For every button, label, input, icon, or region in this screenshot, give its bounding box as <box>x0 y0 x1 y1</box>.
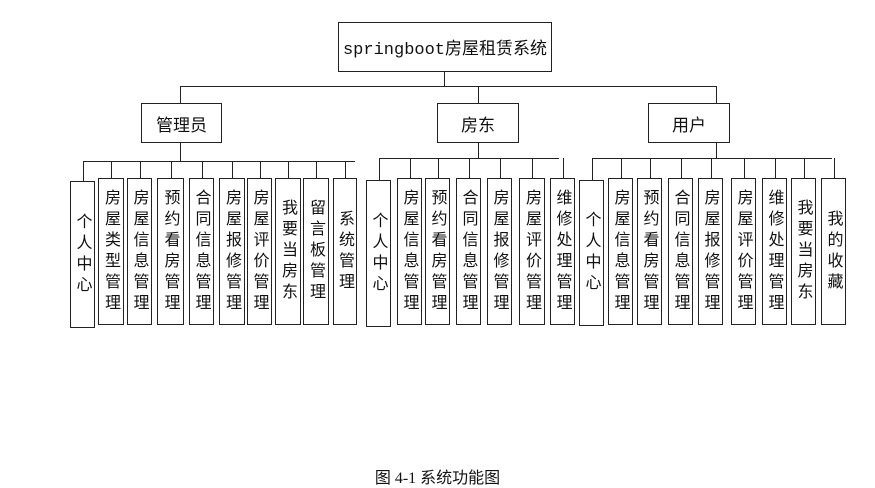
connector-admin-bar <box>83 161 355 163</box>
connector-user-child <box>804 158 806 178</box>
user-child-node: 房屋报修管理 <box>698 178 723 325</box>
child-node-label: 系统管理 <box>336 209 355 294</box>
root-node-label: springboot房屋租赁系统 <box>342 41 548 60</box>
connector-root-down <box>444 72 446 86</box>
group-node-landlord-label: 房东 <box>461 115 495 136</box>
user-child-node: 房屋信息管理 <box>608 178 633 325</box>
group-node-landlord: 房东 <box>437 103 519 143</box>
connector-admin-child <box>171 161 173 178</box>
connector-admin-child <box>316 161 318 178</box>
connector-user-child <box>650 158 652 178</box>
admin-child-node: 预约看房管理 <box>157 178 184 325</box>
child-node-label: 房屋信息管理 <box>400 188 420 315</box>
connector-admin-up <box>180 86 182 104</box>
child-node-label: 留言板管理 <box>307 199 326 304</box>
landlord-child-node: 房屋评价管理 <box>519 178 545 325</box>
group-node-user: 用户 <box>648 103 730 143</box>
child-node-label: 我要当房东 <box>794 199 814 304</box>
connector-landlord-child <box>410 158 412 178</box>
connector-landlord-child <box>532 158 534 178</box>
landlord-child-node: 房屋信息管理 <box>397 178 422 325</box>
connector-landlord-child <box>438 158 440 178</box>
connector-level1-bar <box>180 86 717 88</box>
admin-child-node: 我要当房东 <box>275 178 301 325</box>
child-node-label: 预约看房管理 <box>428 188 448 315</box>
connector-admin-child <box>232 161 234 178</box>
user-child-node: 预约看房管理 <box>637 178 662 325</box>
connector-user-child <box>621 158 623 178</box>
connector-landlord-child <box>469 158 471 178</box>
user-child-node: 我的收藏 <box>821 178 846 325</box>
connector-landlord-up <box>478 86 480 104</box>
landlord-child-node: 维修处理管理 <box>550 178 575 325</box>
connector-admin-child <box>202 161 204 178</box>
connector-user-child <box>834 158 836 178</box>
child-node-label: 合同信息管理 <box>192 188 212 315</box>
connector-admin-child <box>288 161 290 178</box>
landlord-child-node: 个人中心 <box>366 180 391 327</box>
landlord-child-node: 预约看房管理 <box>425 178 450 325</box>
connector-landlord-child <box>379 158 381 180</box>
child-node-label: 维修处理管理 <box>553 188 573 315</box>
child-node-label: 房屋报修管理 <box>223 188 242 315</box>
user-child-node: 维修处理管理 <box>762 178 787 325</box>
child-node-label: 个人中心 <box>73 212 93 297</box>
child-node-label: 房屋评价管理 <box>250 188 270 315</box>
admin-child-node: 系统管理 <box>333 178 357 325</box>
connector-admin-child <box>260 161 262 178</box>
user-child-node: 房屋评价管理 <box>731 178 756 325</box>
child-node-label: 我要当房东 <box>279 199 298 304</box>
connector-user-child <box>592 158 594 180</box>
child-node-label: 个人中心 <box>582 211 602 295</box>
child-node-label: 房屋报修管理 <box>490 188 510 315</box>
figure-caption: 图 4-1 系统功能图 <box>374 470 501 487</box>
child-node-label: 个人中心 <box>369 211 389 296</box>
connector-user-child <box>744 158 746 178</box>
child-node-label: 房屋评价管理 <box>523 188 542 315</box>
user-child-node: 个人中心 <box>579 180 604 326</box>
child-node-label: 合同信息管理 <box>671 188 691 315</box>
child-node-label: 预约看房管理 <box>161 188 181 315</box>
connector-admin-child <box>140 161 142 178</box>
connector-user-down <box>716 143 718 158</box>
connector-user-child <box>711 158 713 178</box>
connector-landlord-down <box>478 143 480 158</box>
user-child-node: 我要当房东 <box>791 178 816 325</box>
child-node-label: 预约看房管理 <box>640 188 660 315</box>
admin-child-node: 个人中心 <box>70 181 95 328</box>
child-node-label: 房屋报修管理 <box>701 188 721 315</box>
connector-admin-child <box>83 161 85 181</box>
child-node-label: 房屋信息管理 <box>130 188 150 315</box>
group-node-user-label: 用户 <box>672 115 706 136</box>
connector-landlord-child <box>500 158 502 178</box>
child-node-label: 房屋信息管理 <box>611 188 631 315</box>
connector-user-up <box>716 86 718 104</box>
connector-user-child <box>775 158 777 178</box>
admin-child-node: 留言板管理 <box>303 178 329 325</box>
user-child-node: 合同信息管理 <box>668 178 693 325</box>
admin-child-node: 房屋信息管理 <box>127 178 152 325</box>
child-node-label: 房屋类型管理 <box>102 188 121 315</box>
landlord-child-node: 房屋报修管理 <box>487 178 512 325</box>
child-node-label: 维修处理管理 <box>765 188 785 315</box>
connector-admin-down <box>180 143 182 161</box>
connector-landlord-child <box>563 158 565 178</box>
root-node: springboot房屋租赁系统 <box>338 22 552 72</box>
child-node-label: 我的收藏 <box>824 209 844 294</box>
connector-admin-child <box>345 161 347 178</box>
admin-child-node: 房屋类型管理 <box>98 178 124 325</box>
admin-child-node: 房屋评价管理 <box>247 178 272 325</box>
connector-user-child <box>681 158 683 178</box>
landlord-child-node: 合同信息管理 <box>456 178 481 325</box>
child-node-label: 房屋评价管理 <box>734 188 754 315</box>
child-node-label: 合同信息管理 <box>459 188 479 315</box>
group-node-admin-label: 管理员 <box>156 115 207 136</box>
connector-admin-child <box>111 161 113 178</box>
group-node-admin: 管理员 <box>141 103 222 143</box>
admin-child-node: 合同信息管理 <box>189 178 214 325</box>
admin-child-node: 房屋报修管理 <box>219 178 245 325</box>
